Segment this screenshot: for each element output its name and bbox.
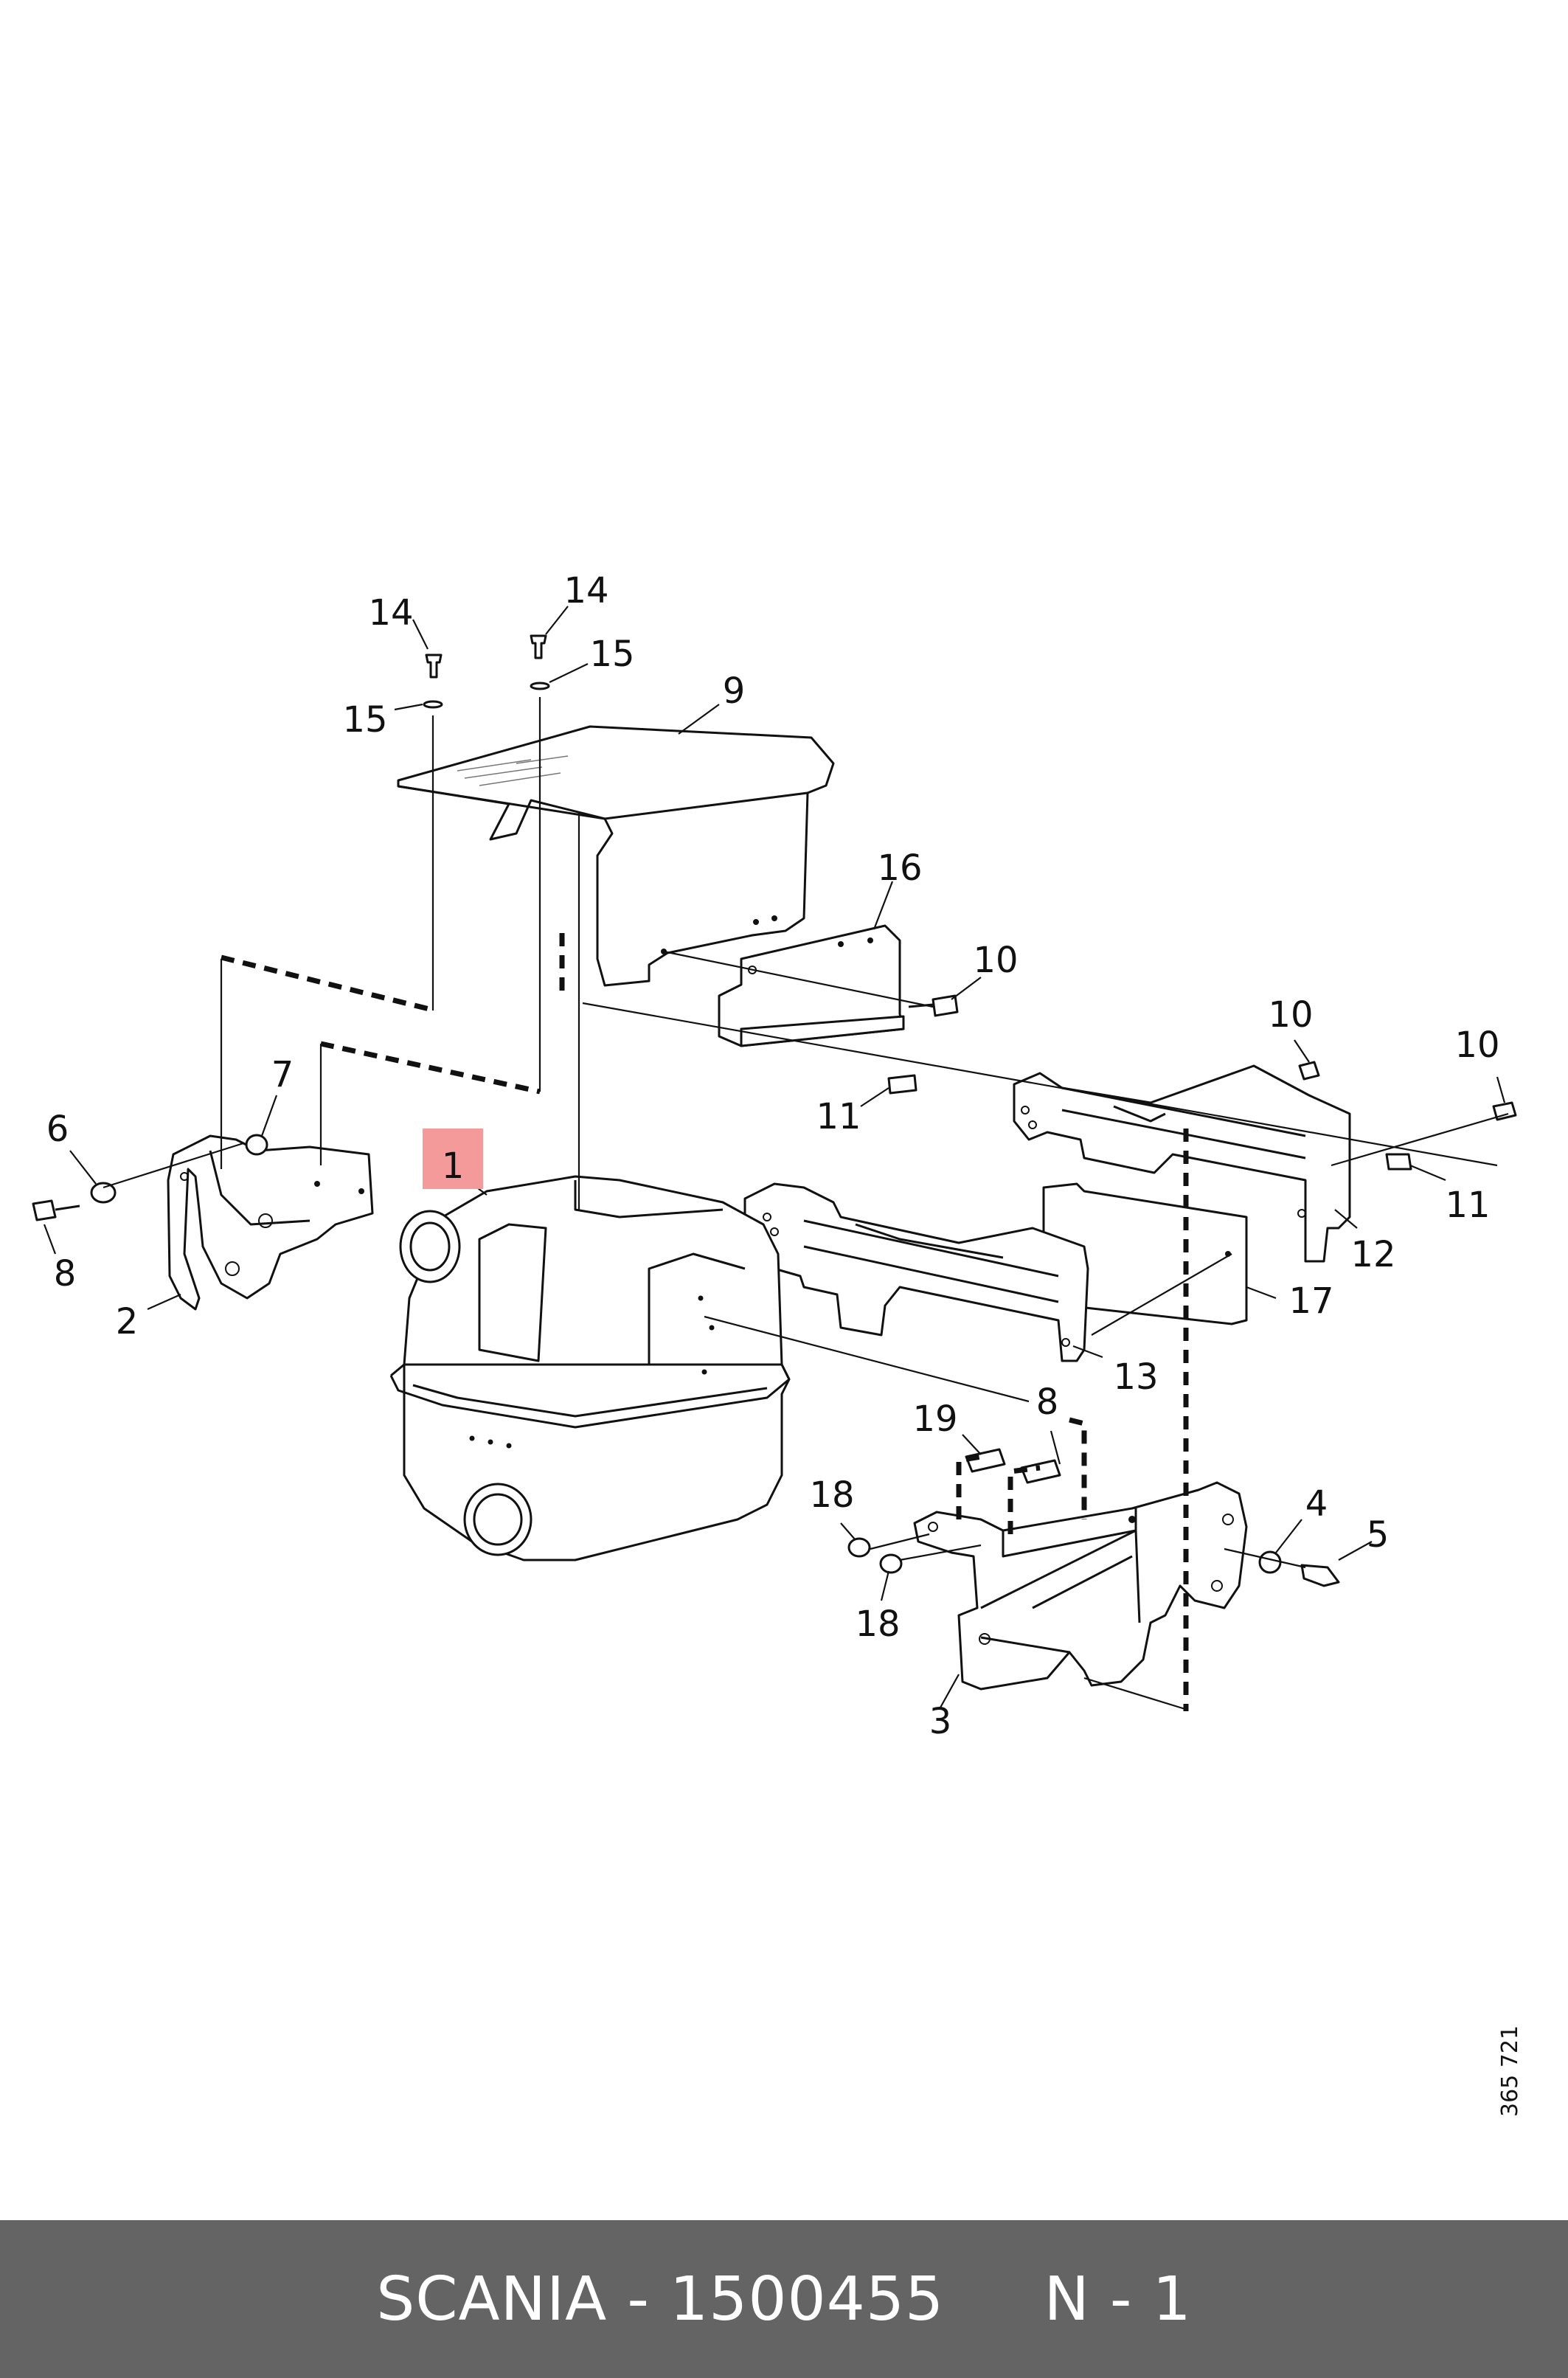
- callout-5: 5: [1367, 1514, 1390, 1556]
- callout-6: 6: [46, 1109, 69, 1150]
- part-2-bracket: [167, 1134, 374, 1311]
- callout-15a: 15: [342, 699, 387, 741]
- callout-17: 17: [1288, 1280, 1333, 1322]
- part-9-cover: [397, 725, 835, 987]
- callout-9: 9: [723, 670, 746, 712]
- callout-14a: 14: [368, 592, 413, 634]
- callout-8b: 8: [1036, 1382, 1059, 1423]
- callouts: 1 2 3 4 5 6 7 8 8 9 10 10 10 11 11 12 13…: [46, 570, 1500, 1742]
- callout-8a: 8: [54, 1253, 77, 1294]
- callout-13: 13: [1113, 1356, 1158, 1398]
- callout-10c: 10: [1454, 1025, 1499, 1066]
- callout-18a: 18: [809, 1474, 854, 1516]
- callout-15b: 15: [589, 634, 634, 675]
- part-1-tank: [389, 1175, 791, 1561]
- callout-11a: 11: [816, 1096, 861, 1137]
- dashed-lines: [221, 933, 1189, 1711]
- callout-19: 19: [912, 1398, 957, 1440]
- callout-10b: 10: [1268, 994, 1313, 1036]
- callout-14b: 14: [563, 570, 608, 611]
- callout-11b: 11: [1445, 1185, 1490, 1226]
- fasteners: [32, 634, 1517, 1587]
- diagram-svg: 1 2 3 4 5 6 7 8 8 9 10 10 10 11 11 12 13…: [32, 570, 1517, 1742]
- drawing-number: 365 721: [1497, 2025, 1523, 2117]
- exploded-parts-diagram: 1 2 3 4 5 6 7 8 8 9 10 10 10 11 11 12 13…: [32, 570, 1517, 1742]
- callout-12: 12: [1350, 1234, 1395, 1275]
- callout-1: 1: [442, 1145, 465, 1187]
- part-3-frame: [913, 1481, 1248, 1691]
- callout-7: 7: [271, 1054, 294, 1095]
- callout-18b: 18: [855, 1604, 900, 1645]
- part-13-bracket: [743, 1182, 1089, 1362]
- footer-bar: SCANIA - 1500455 N - 1: [0, 2220, 1568, 2378]
- callout-16: 16: [877, 847, 922, 889]
- part-12-bracket: [1013, 1064, 1351, 1263]
- highlight-part-1: [423, 1129, 483, 1189]
- callout-2: 2: [116, 1301, 139, 1342]
- callout-10a: 10: [973, 940, 1018, 981]
- assembly-lines: [103, 697, 1509, 1711]
- callout-leaders: [43, 606, 1506, 1708]
- footer-part-title: SCANIA - 1500455 N - 1: [376, 2264, 1192, 2334]
- callout-4: 4: [1305, 1483, 1328, 1525]
- part-16-bracket: [718, 924, 905, 1047]
- callout-3: 3: [929, 1701, 952, 1742]
